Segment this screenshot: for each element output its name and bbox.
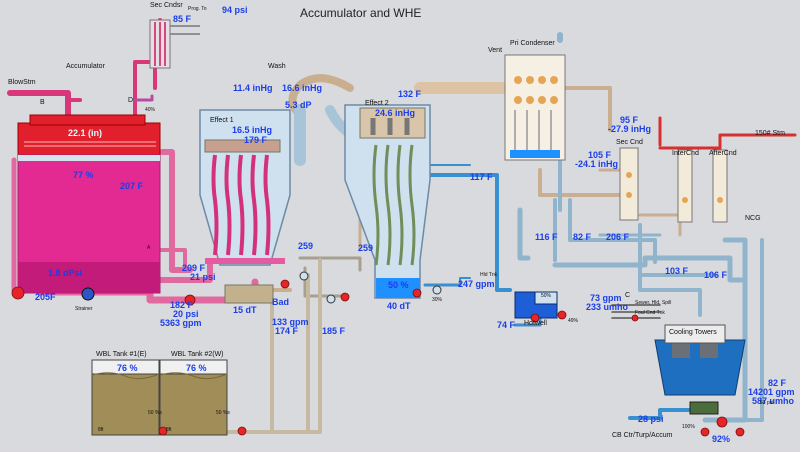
sewer-label: Sewer, Hld, Spill: [635, 300, 672, 306]
sec-cnd-f: 95 F: [620, 115, 639, 125]
ct-gpm: 14201 gpm: [748, 387, 795, 397]
f174: 174 F: [275, 326, 299, 336]
tank1-level: 50 %s: [148, 410, 162, 416]
ncg-label: NCG: [745, 215, 761, 222]
dp-readout: 5.3 dP: [285, 100, 312, 110]
ct-psi-right: 63 psi: [760, 400, 774, 406]
letter-a: A: [147, 245, 151, 251]
letter-b: B: [40, 99, 45, 106]
pct92: 92%: [712, 434, 731, 444]
accum-temp: 207 F: [120, 181, 144, 191]
sec-cndsr-label: Sec Cndsr: [150, 2, 183, 9]
f185: 185 F: [322, 326, 346, 336]
blowstm-label: BlowStm: [8, 79, 36, 86]
ct-umho: 587 umho: [752, 396, 795, 406]
sec-cndsr-psi: 94 psi: [222, 5, 248, 15]
sec-cndsr-temp: 85 F: [173, 14, 192, 24]
eff1-dt: 15 dT: [233, 305, 257, 315]
f116: 116 F: [535, 232, 558, 242]
eff1-inhg: 16.5 inHg: [232, 125, 273, 135]
accum-dpsi: 1.8 dPsi: [48, 268, 83, 278]
cb-line-label: CB Ctr/Turp/Accum: [612, 432, 673, 439]
page-title: Accumulator and WHE: [300, 6, 422, 20]
f182: 182 F: [170, 300, 194, 310]
letter-d: D: [128, 97, 134, 104]
tank1-pct: 76 %: [117, 363, 138, 373]
pri-condenser-label: Pri Condenser: [510, 40, 555, 47]
f206: 206 F: [606, 232, 630, 242]
eff2-temp-top: 132 F: [398, 89, 422, 99]
tank1-small: 8ft: [98, 427, 104, 433]
inter-cnd-label: InterCnd: [672, 150, 699, 157]
psi28: 28 psi: [638, 414, 664, 424]
bad-label: Bad: [272, 297, 290, 307]
f259a: 259: [298, 241, 314, 251]
tank2-level: 50 %s: [216, 410, 230, 416]
vent-label: Vent: [488, 47, 503, 54]
eff1-temp: 179 F: [244, 135, 268, 145]
sec-cnd-inhg: -27.9 inHg: [608, 124, 652, 134]
inhg-b: 16.6 inHg: [282, 83, 323, 93]
gpm5363: 5363 gpm: [160, 318, 202, 328]
cooling-towers-label: Cooling Towers: [669, 329, 717, 336]
accum-level: 22.1 (in): [68, 128, 103, 138]
accumulator-label: Accumulator: [66, 63, 105, 70]
tank2-small: 8ft: [166, 427, 172, 433]
gpm73: 73 gpm: [590, 293, 622, 303]
umho233: 233 umho: [586, 302, 629, 312]
psi21: 21 psi: [190, 272, 216, 282]
pct100: 100%: [682, 424, 695, 430]
foul-cnd-label: Foul Cnd Tnk: [635, 310, 665, 316]
valve49: 49%: [568, 318, 579, 324]
f259b: 259: [358, 243, 374, 253]
hotwell-label: Hotwell: [524, 320, 547, 327]
f103: 103 F: [665, 266, 689, 276]
wash-label: Wash: [268, 63, 286, 70]
after-cnd-label: AfterCnd: [709, 150, 737, 157]
accum-pct: 77 %: [73, 170, 94, 180]
accum-valve-pct: 40%: [145, 107, 156, 113]
f82a: 82 F: [573, 232, 592, 242]
prog-to-label: Prog. To: [188, 6, 207, 12]
sec-cnd-label: Sec Cnd: [616, 139, 643, 146]
eff2-temp: 117 F: [470, 172, 493, 182]
sec-cnd2-f: 105 F: [588, 150, 612, 160]
inhg-a: 11.4 inHg: [233, 83, 273, 93]
psi20: 20 psi: [173, 309, 199, 319]
strainer-label: Strainer: [75, 306, 93, 312]
wbl-tank1-label: WBL Tank #1(E): [96, 351, 147, 358]
f106: 106 F: [704, 270, 728, 280]
hotwell-pct: 50%: [541, 293, 552, 299]
eff2-valve: 30%: [432, 297, 443, 303]
wbl-tank2-label: WBL Tank #2(W): [171, 351, 224, 358]
eff2-pct: 50 %: [388, 280, 409, 290]
accum-bottom-temp: 205F: [35, 292, 56, 302]
f209: 209 F: [182, 263, 206, 273]
eff2-inhg: 24.6 inHg: [375, 108, 416, 118]
sec-cnd2-inhg: -24.1 inHg: [575, 159, 619, 169]
gpm133: 133 gpm: [272, 317, 309, 327]
ct-temp: 82 F: [768, 378, 787, 388]
stm150-label: 150# Stm: [755, 130, 785, 137]
f74: 74 F: [497, 320, 516, 330]
eff2-gpm: 247 gpm: [458, 279, 495, 289]
hld-tnk-label: Hld Tnk: [480, 272, 498, 278]
eff2-dt: 40 dT: [387, 301, 411, 311]
letter-c: C: [625, 292, 631, 299]
effect1-label: Effect 1: [210, 117, 234, 124]
effect2-label: Effect 2: [365, 100, 389, 107]
tank2-pct: 76 %: [186, 363, 207, 373]
